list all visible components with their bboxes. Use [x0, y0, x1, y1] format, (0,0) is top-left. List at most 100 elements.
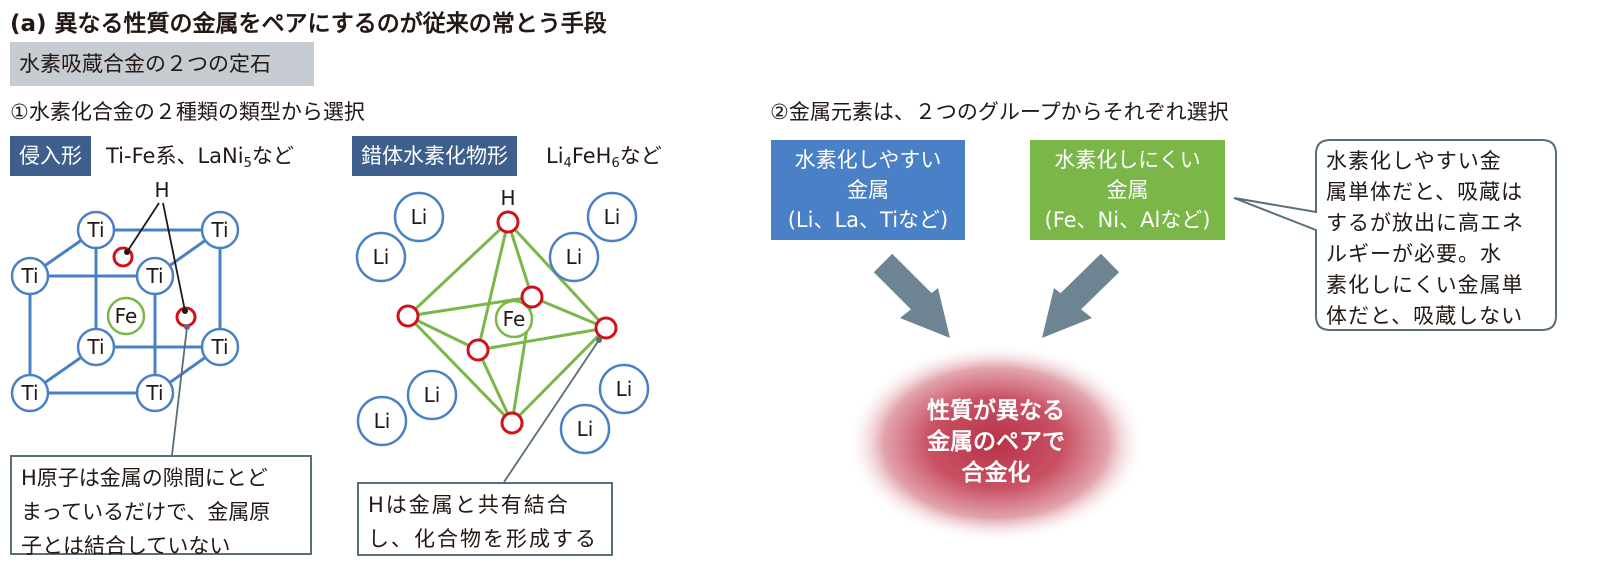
complex-example-li: Li — [546, 144, 564, 168]
subtitle-banner: 水素吸蔵合金の２つの定石 — [10, 42, 314, 86]
ti-atom: Ti — [200, 210, 240, 250]
note-line: 子とは結合していない — [21, 534, 231, 558]
bond-line — [476, 221, 510, 351]
ti-atom: Ti — [76, 210, 116, 250]
bond-line — [406, 314, 514, 425]
svg-text:Li: Li — [373, 245, 390, 269]
callout-line: するが放出に高エネ — [1326, 211, 1524, 235]
svg-text:Ti: Ti — [210, 335, 228, 359]
box-line: 金属 — [1106, 178, 1149, 202]
complex-note: Hは金属と共有結合 し、化合物を形成する — [357, 482, 613, 556]
callout-line: ルギーが必要。水 — [1326, 242, 1502, 266]
fe-atom-complex: Fe — [494, 299, 534, 339]
arrow-right — [1042, 253, 1120, 338]
figure-title: (a) 異なる性質の金属をペアにするのが従来の常とう手段 — [10, 11, 607, 37]
interstitial-example-prefix: Ti-Fe系、LaNi — [106, 144, 244, 168]
note-line: し、化合物を形成する — [368, 527, 598, 551]
box-line: (Fe、Ni、Alなど) — [1044, 208, 1211, 232]
complex-type-tag: 錯体水素化物形 — [352, 136, 517, 176]
bond-line — [531, 295, 607, 330]
svg-text:Ti: Ti — [86, 335, 104, 359]
pointer-dot — [184, 324, 190, 330]
bond-line — [407, 314, 479, 352]
result-text: 性質が異なる 金属のペアで 合金化 — [896, 396, 1096, 489]
li-atom: Li — [586, 191, 638, 243]
bond-line — [406, 220, 510, 318]
easy-hydride-box: 水素化しやすい 金属 (Li、La、Tiなど) — [771, 140, 965, 240]
svg-text:Li: Li — [411, 205, 428, 229]
li-atom: Li — [559, 403, 611, 455]
li-atom: Li — [548, 231, 600, 283]
note-line: まっているだけで、金属原 — [21, 500, 271, 524]
bond-line — [506, 221, 534, 298]
hydrogen-atom — [520, 285, 544, 309]
hydrogen-atoms-interstitial — [112, 246, 197, 328]
bond-line — [510, 326, 608, 425]
result-line: 合金化 — [961, 460, 1031, 486]
li-atom: Li — [355, 231, 407, 283]
section1-heading: ①水素化合金の２種類の類型から選択 — [10, 100, 365, 124]
pointer-dot — [596, 337, 602, 343]
note-leader-line — [171, 326, 188, 456]
bond-line — [477, 326, 607, 352]
svg-text:Li: Li — [566, 245, 583, 269]
hydrogen-atom — [466, 338, 490, 362]
li-atom: Li — [406, 369, 458, 421]
complex-example-feh: FeH — [571, 144, 612, 168]
hydrogen-atom — [500, 411, 524, 435]
ti-atom: Ti — [135, 373, 175, 413]
svg-text:Ti: Ti — [20, 381, 38, 405]
pointer-line — [126, 202, 160, 253]
fe-atom-interstitial: Fe — [106, 296, 146, 336]
arrow-left — [873, 253, 950, 338]
hydrogen-label-interstitial: H — [154, 178, 169, 202]
ti-atoms: Ti Ti Ti Ti Ti Ti Ti Ti — [10, 210, 240, 413]
hydrogen-atoms-complex — [396, 210, 618, 435]
ti-atom: Ti — [135, 256, 175, 296]
hydrogen-label-complex: H — [500, 186, 515, 210]
interstitial-note: H原子は金属の隙間にとど まっているだけで、金属原 子とは結合していない — [10, 455, 312, 558]
svg-text:Fe: Fe — [115, 304, 138, 328]
complex-example-suffix: など — [619, 144, 662, 168]
callout-line: 体だと、吸蔵しない — [1326, 304, 1524, 328]
hard-hydride-box: 水素化しにくい 金属 (Fe、Ni、Alなど) — [1030, 140, 1225, 240]
box-line: 水素化しやすい — [794, 148, 942, 172]
section2-heading: ②金属元素は、２つのグループからそれぞれ選択 — [770, 100, 1229, 124]
svg-text:Ti: Ti — [86, 218, 104, 242]
svg-text:Ti: Ti — [20, 264, 38, 288]
box-line: (Li、La、Tiなど) — [787, 208, 949, 232]
ti-atom: Ti — [10, 373, 50, 413]
bond-line — [476, 349, 514, 424]
svg-text:Ti: Ti — [145, 264, 163, 288]
ti-atom: Ti — [76, 327, 116, 367]
svg-text:Li: Li — [616, 377, 633, 401]
ti-atom: Ti — [200, 327, 240, 367]
complex-example: Li4FeH6など — [546, 140, 662, 171]
pointer-dot — [182, 308, 188, 314]
li-atom: Li — [356, 395, 408, 447]
interstitial-example-sub: 5 — [243, 156, 252, 171]
callout-bubble — [1233, 139, 1557, 331]
result-line: 性質が異なる — [927, 398, 1065, 424]
svg-text:Li: Li — [374, 409, 391, 433]
result-blob — [846, 343, 1146, 543]
callout-line: 素化しにくい金属単 — [1326, 273, 1524, 297]
svg-text:Ti: Ti — [210, 218, 228, 242]
note-leader-line — [503, 339, 600, 483]
interstitial-type-tag: 侵入形 — [10, 136, 91, 176]
complex-example-li-count: 4 — [563, 156, 572, 171]
complex-example-h-count: 6 — [611, 156, 620, 171]
callout-line: 水素化しやすい金 — [1326, 149, 1502, 173]
svg-text:Li: Li — [577, 417, 594, 441]
callout-line: 属単体だと、吸蔵は — [1326, 180, 1524, 204]
result-line: 金属のペアで — [927, 429, 1065, 455]
pointer-dot — [124, 249, 130, 255]
svg-text:Fe: Fe — [503, 307, 526, 331]
note-line: Hは金属と共有結合 — [368, 493, 570, 517]
box-line: 金属 — [847, 178, 889, 202]
hydrogen-atom — [396, 304, 420, 328]
ti-atom: Ti — [10, 256, 50, 296]
svg-text:Ti: Ti — [145, 381, 163, 405]
li-atom: Li — [598, 363, 650, 415]
box-line: 水素化しにくい — [1054, 148, 1201, 172]
